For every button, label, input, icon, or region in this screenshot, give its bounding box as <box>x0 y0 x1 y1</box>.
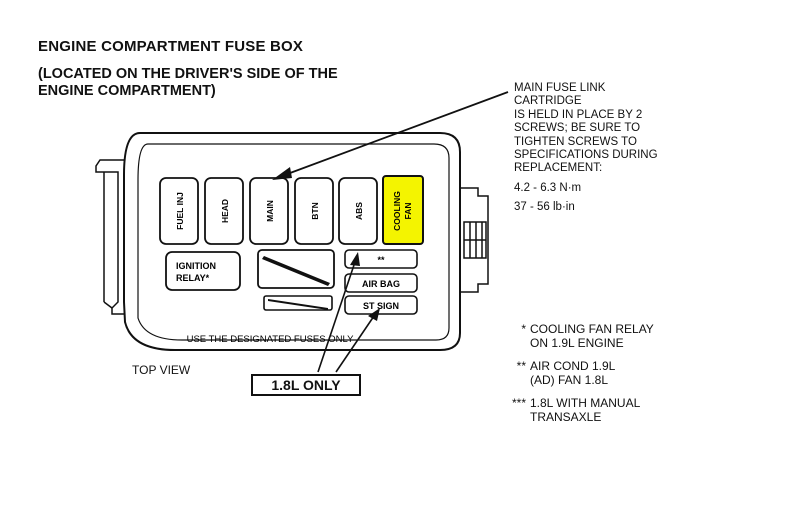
callout-line-6: SPECIFICATIONS DURING <box>514 149 658 162</box>
footnote-2-line-2: (AD) FAN 1.8L <box>530 373 609 387</box>
main-callout-leader <box>272 91 509 180</box>
fuse-label-head: HEAD <box>220 199 230 223</box>
callout-line-5: TIGHTEN SCREWS TO <box>514 135 637 148</box>
fuse-air-bag: AIR BAG <box>344 273 418 293</box>
main-fuse-link-cartridge <box>257 249 335 311</box>
footnote-2: ** AIR COND 1.9L (AD) FAN 1.8L <box>506 359 654 387</box>
fuse-slot-head: HEAD <box>204 177 244 245</box>
main-fuse-link-callout: MAIN FUSE LINK CARTRIDGE IS HELD IN PLAC… <box>514 82 658 215</box>
fuse-label-fan: FAN <box>403 203 413 220</box>
fuse-slot-cooling-fan: COOLING FAN <box>382 175 424 245</box>
footnote-1-line-1: COOLING FAN RELAY <box>530 322 654 336</box>
torque-spec-metric: 4.2 - 6.3 N·m <box>514 181 582 194</box>
footnotes: * COOLING FAN RELAY ON 1.9L ENGINE ** AI… <box>506 322 654 433</box>
footnote-3-line-2: TRANSAXLE <box>530 410 602 424</box>
relay-double-star-label: ** <box>377 255 385 265</box>
fuse-air-bag-label: AIR BAG <box>362 279 400 289</box>
location-note-line-1: (LOCATED ON THE DRIVER'S SIDE OF THE <box>38 66 338 82</box>
footnote-2-line-1: AIR COND 1.9L <box>530 359 616 373</box>
fuse-label-cooling: COOLING <box>392 191 402 231</box>
footnote-3-line-1: 1.8L WITH MANUAL <box>530 396 641 410</box>
callout-line-3: IS HELD IN PLACE BY 2 <box>514 108 643 121</box>
callout-line-2: CARTRIDGE <box>514 95 582 108</box>
designated-fuses-text: USE THE DESIGNATED FUSES ONLY <box>187 334 354 345</box>
location-note-line-2: ENGINE COMPARTMENT) <box>38 83 216 99</box>
callout-line-7: REPLACEMENT: <box>514 162 603 175</box>
cooling-fan-highlight <box>382 175 424 245</box>
fuse-slot-btn: BTN <box>294 177 334 245</box>
fuse-slot-main: MAIN <box>249 177 289 245</box>
footnote-1-mark: * <box>521 322 526 336</box>
fuse-slot-fuel-inj: FUEL INJ <box>159 177 199 245</box>
ignition-relay: IGNITION RELAY* <box>165 251 241 291</box>
fuse-label-abs: ABS <box>354 202 364 220</box>
relay-double-star: ** <box>344 249 418 269</box>
main-callout-arrowhead <box>272 167 292 180</box>
callout-line-4: SCREWS; BE SURE TO <box>514 122 641 135</box>
footnote-1: * COOLING FAN RELAY ON 1.9L ENGINE <box>506 322 654 350</box>
ignition-relay-line-1: IGNITION <box>176 261 216 271</box>
callout-line-1: MAIN FUSE LINK <box>514 82 606 94</box>
fuse-label-fuel-inj: FUEL INJ <box>175 192 185 230</box>
fuse-slot-abs: ABS <box>338 177 378 245</box>
fuse-label-btn: BTN <box>310 202 320 219</box>
footnote-1-line-2: ON 1.9L ENGINE <box>530 336 624 350</box>
torque-spec-imperial: 37 - 56 lb·in <box>514 201 575 214</box>
location-note: (LOCATED ON THE DRIVER'S SIDE OF THE ENG… <box>38 66 338 100</box>
left-mounting-tab <box>95 159 124 315</box>
footnote-2-mark: ** <box>516 359 526 373</box>
only-label-leaders <box>317 252 380 373</box>
footnote-3: *** 1.8L WITH MANUAL TRANSAXLE <box>506 396 654 424</box>
ignition-relay-line-2: RELAY* <box>176 273 210 283</box>
only-1-8l-label: 1.8L ONLY <box>251 374 361 396</box>
fuse-st-sign: ST SIGN <box>344 295 418 315</box>
fuse-box-inner-rim <box>137 143 450 341</box>
footnote-3-mark: *** <box>511 396 526 410</box>
diagram-title: ENGINE COMPARTMENT FUSE BOX <box>38 38 304 55</box>
fuse-label-main: MAIN <box>265 200 275 222</box>
fuse-st-sign-label: ST SIGN <box>363 301 399 311</box>
fuse-box-housing <box>123 132 461 351</box>
top-view-label: TOP VIEW <box>132 363 191 377</box>
right-connector <box>460 187 489 293</box>
